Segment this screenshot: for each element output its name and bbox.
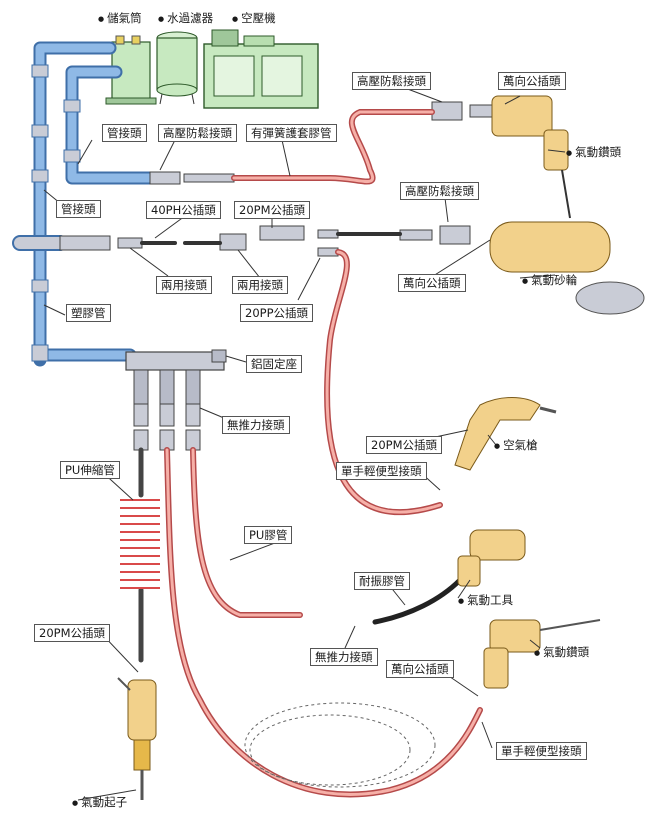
label-hp-loose-joint-mid: 高壓防鬆接頭 [400, 182, 479, 200]
label-plug-20pm-mid: 20PM公插頭 [234, 201, 310, 219]
fittings [59, 101, 493, 451]
label-water-filter: 水過濾器 [158, 10, 213, 27]
label-plug-20pp: 20PP公插頭 [240, 304, 314, 322]
leader-lines [43, 87, 566, 801]
pipe-couplings [31, 64, 81, 362]
label-air-drill-bottom: 氣動鑽頭 [534, 644, 589, 661]
label-spring-guard-hose: 有彈簧護套膠管 [246, 124, 337, 142]
label-air-tool: 氣動工具 [458, 592, 513, 609]
label-dual-joint-2: 兩用接頭 [232, 276, 288, 294]
label-dual-joint-1: 兩用接頭 [156, 276, 212, 294]
hose-lines [138, 109, 483, 798]
air-gun-tool [454, 397, 557, 471]
air-screwdriver-tool [117, 677, 157, 800]
label-pu-coil-hose: PU伸縮管 [60, 461, 120, 479]
label-hp-loose-joint-1: 高壓防鬆接頭 [158, 124, 237, 142]
label-air-grinder: 氣動砂輪 [522, 272, 577, 289]
label-plug-20pm-gun: 20PM公插頭 [366, 436, 442, 454]
air-grinder-tool [489, 221, 645, 315]
air-drill-bottom-tool [483, 619, 601, 689]
label-hp-loose-joint-top: 高壓防鬆接頭 [352, 72, 431, 90]
pu-coil-hose-graphic [120, 499, 160, 589]
label-plastic-pipe: 塑膠管 [66, 304, 111, 322]
label-air-gun: 空氣槍 [494, 437, 538, 454]
label-onehand-joint-2: 單手輕便型接頭 [496, 742, 587, 760]
label-pu-hose: PU膠管 [244, 526, 293, 544]
label-pipe-joint-2: 管接頭 [56, 200, 101, 218]
label-aluminum-base: 鋁固定座 [246, 355, 302, 373]
aluminum-manifold [125, 349, 227, 405]
label-receiver-tank: 儲氣筒 [98, 10, 142, 27]
label-universal-plug-top: 萬向公插頭 [498, 72, 566, 90]
label-compressor: 空壓機 [232, 10, 276, 27]
label-nonthrust-joint-1: 無推力接頭 [222, 416, 290, 434]
compressor-machine [203, 29, 319, 109]
water-filter-machine [156, 31, 198, 105]
label-plug-20pm-left: 20PM公插頭 [34, 624, 110, 642]
air-tool-tool [457, 529, 526, 587]
label-onehand-joint-1: 單手輕便型接頭 [336, 462, 427, 480]
air-drill-top-tool [491, 95, 571, 219]
label-vibration-hose: 耐振膠管 [354, 572, 410, 590]
label-universal-plug-bottom: 萬向公插頭 [386, 660, 454, 678]
label-pipe-joint-1: 管接頭 [102, 124, 147, 142]
label-universal-plug-mid: 萬向公插頭 [398, 274, 466, 292]
label-plug-40ph: 40PH公插頭 [146, 201, 221, 219]
label-air-screwdriver: 氣動起子 [72, 794, 127, 811]
label-nonthrust-joint-2: 無推力接頭 [310, 648, 378, 666]
label-air-drill-top: 氣動鑽頭 [566, 144, 621, 161]
dashed-hose-loop [244, 702, 436, 788]
